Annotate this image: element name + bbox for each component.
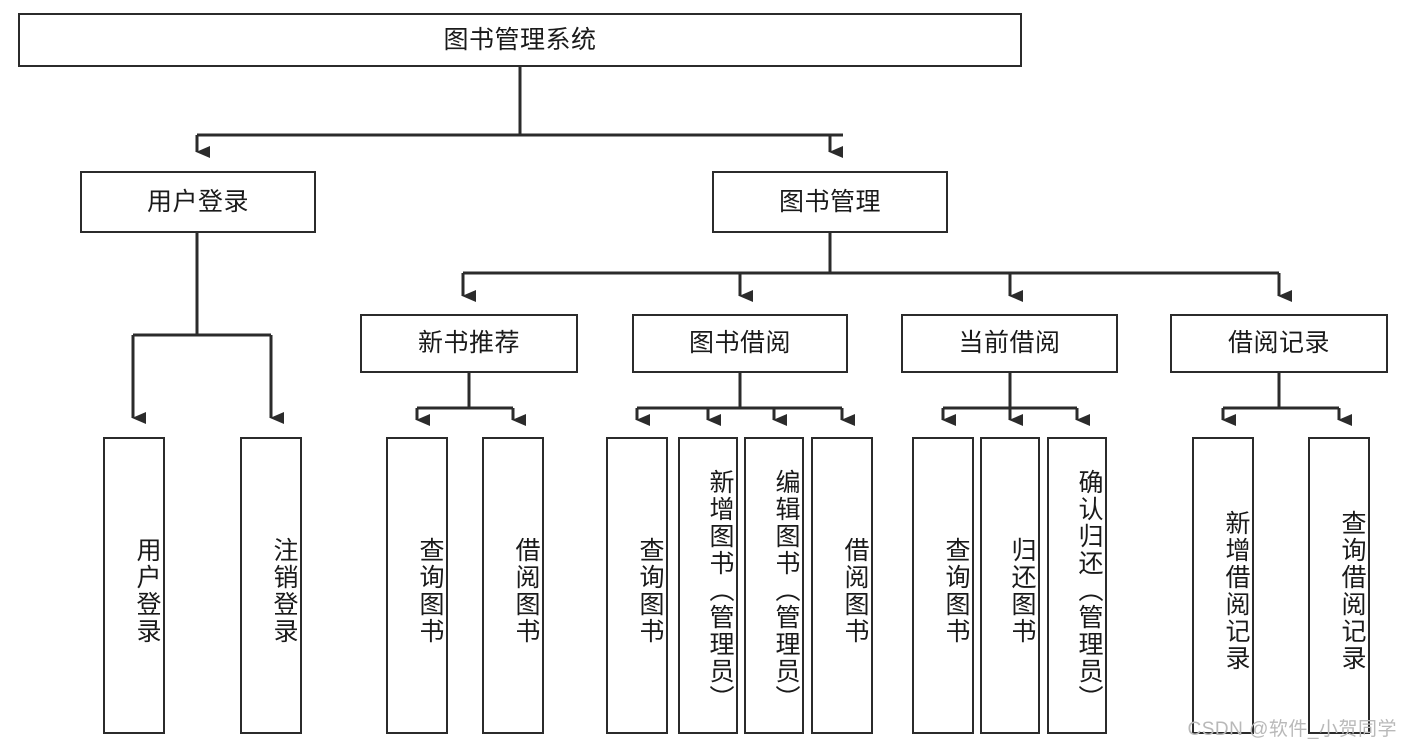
csdn-watermark: CSDN @软件_小贺同学 xyxy=(1187,719,1397,740)
node-label: 确认归还（管理员） xyxy=(1075,469,1103,712)
leaf-query-borrow-record[interactable]: 查询借阅记录 xyxy=(1308,437,1370,734)
leaf-confirm-return-admin[interactable]: 确认归还（管理员） xyxy=(1047,437,1107,734)
node-label: 编辑图书（管理员） xyxy=(772,469,800,712)
node-label: 查询图书 xyxy=(636,536,664,645)
node-label: 当前借阅 xyxy=(958,329,1061,358)
node-label: 借阅记录 xyxy=(1227,329,1330,358)
node-current-borrow[interactable]: 当前借阅 xyxy=(901,314,1118,373)
leaf-query-book[interactable]: 查询图书 xyxy=(606,437,668,734)
node-label: 图书借阅 xyxy=(688,329,791,358)
node-label: 图书管理系统 xyxy=(443,25,597,54)
node-label: 用户登录 xyxy=(133,536,161,645)
leaf-borrow-book-recommend[interactable]: 借阅图书 xyxy=(482,437,544,734)
leaf-user-login[interactable]: 用户登录 xyxy=(103,437,165,734)
node-label: 借阅图书 xyxy=(512,536,540,645)
node-label: 查询图书 xyxy=(416,536,444,645)
node-label: 新增图书（管理员） xyxy=(706,469,734,712)
leaf-query-book-current[interactable]: 查询图书 xyxy=(912,437,974,734)
leaf-return-book[interactable]: 归还图书 xyxy=(980,437,1040,734)
node-user-login[interactable]: 用户登录 xyxy=(80,171,316,233)
node-book-borrow[interactable]: 图书借阅 xyxy=(632,314,848,373)
leaf-add-book-admin[interactable]: 新增图书（管理员） xyxy=(678,437,738,734)
node-label: 新书推荐 xyxy=(417,329,520,358)
node-label: 用户登录 xyxy=(146,187,249,216)
leaf-query-book-recommend[interactable]: 查询图书 xyxy=(386,437,448,734)
node-label: 图书管理 xyxy=(778,187,881,216)
node-borrow-record[interactable]: 借阅记录 xyxy=(1170,314,1388,373)
node-label: 注销登录 xyxy=(270,536,298,645)
leaf-borrow-book[interactable]: 借阅图书 xyxy=(811,437,873,734)
node-label: 归还图书 xyxy=(1008,536,1036,645)
leaf-user-logout[interactable]: 注销登录 xyxy=(240,437,302,734)
leaf-edit-book-admin[interactable]: 编辑图书（管理员） xyxy=(744,437,804,734)
node-label: 查询借阅记录 xyxy=(1338,509,1366,672)
node-book-management[interactable]: 图书管理 xyxy=(712,171,948,233)
node-label: 查询图书 xyxy=(942,536,970,645)
node-label: 借阅图书 xyxy=(841,536,869,645)
node-new-book-recommend[interactable]: 新书推荐 xyxy=(360,314,578,373)
node-label: 新增借阅记录 xyxy=(1222,509,1250,672)
node-root-system[interactable]: 图书管理系统 xyxy=(18,13,1022,67)
leaf-add-borrow-record[interactable]: 新增借阅记录 xyxy=(1192,437,1254,734)
